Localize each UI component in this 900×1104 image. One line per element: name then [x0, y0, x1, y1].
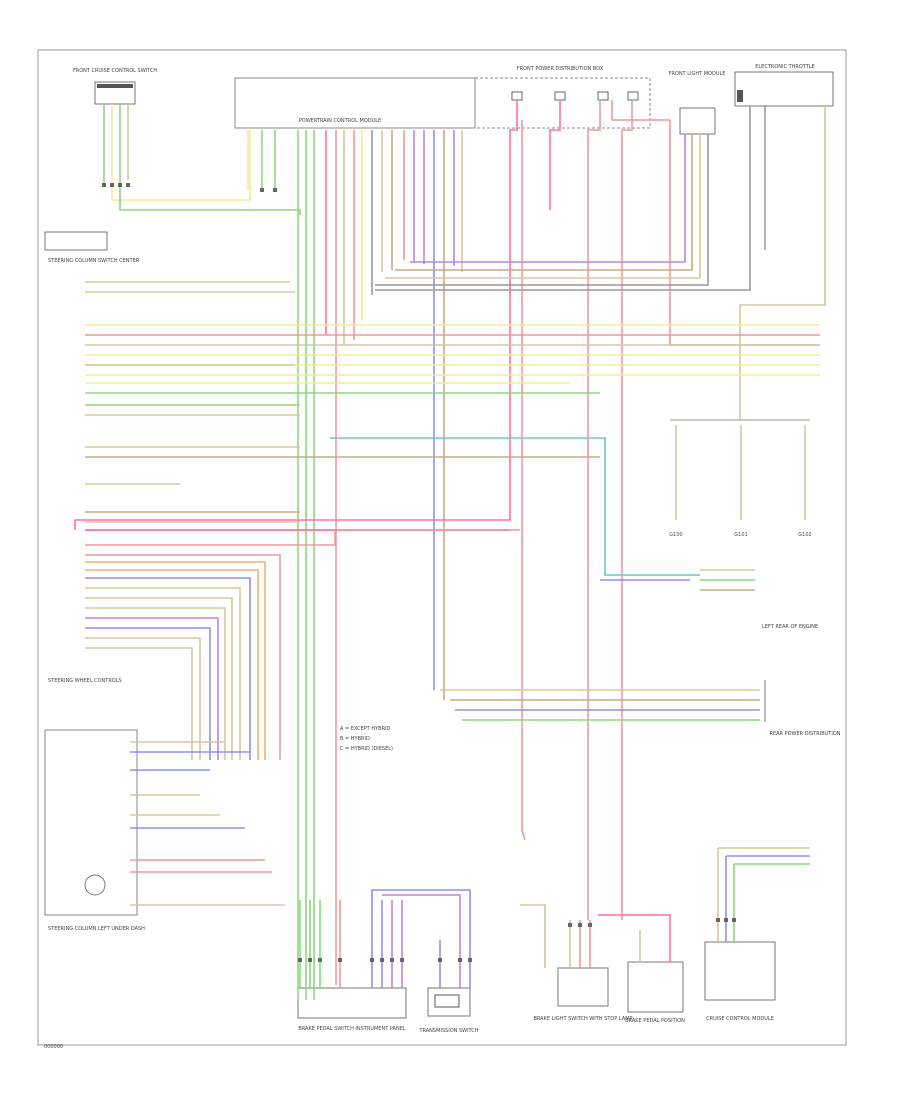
connector-pin — [568, 923, 572, 927]
connector-pin — [724, 918, 728, 922]
fuse-block-label: FRONT POWER DISTRIBUTION BOX — [517, 66, 604, 72]
label-mark-group — [102, 183, 736, 962]
connector-pin — [390, 958, 394, 962]
bottom-right-module-1: BRAKE LIGHT SWITCH WITH STOP LAMP — [533, 967, 633, 1022]
far-right-box-label: ELECTRONIC THROTTLE — [755, 64, 815, 70]
wire — [375, 106, 751, 291]
note-3: C = HYBRID (DIESEL) — [340, 746, 393, 752]
wire — [85, 569, 259, 760]
wire — [85, 577, 251, 760]
ground-label-3: G102 — [798, 532, 811, 538]
footer-code: 000000 — [44, 1044, 63, 1050]
connector-pin — [370, 958, 374, 962]
top-right-box-label: FRONT LIGHT MODULE — [669, 71, 726, 77]
diagram-frame — [37, 49, 847, 1046]
connector-pin — [400, 958, 404, 962]
wire — [74, 100, 518, 530]
wire — [371, 889, 471, 988]
right-ground-group: LEFT REAR OF ENGINE G100 G101 G102 — [669, 532, 818, 630]
wire — [85, 554, 281, 760]
connector-pin — [732, 918, 736, 922]
ground-label-1: G100 — [669, 532, 682, 538]
steering-column-label: STEERING COLUMN SWITCH CENTER — [48, 258, 140, 264]
connector-pin — [110, 183, 114, 187]
wire-group — [74, 100, 826, 1000]
note-2: B = HYBRID — [340, 736, 370, 742]
wire — [85, 587, 241, 760]
transmission-switch: TRANSMISSION SWITCH — [418, 987, 479, 1034]
connector-pin — [338, 958, 342, 962]
connector-pin — [438, 958, 442, 962]
right-splice-label: REAR POWER DISTRIBUTION — [769, 731, 840, 737]
bottom-left-connector-label: STEERING COLUMN LEFT UNDER DASH — [48, 926, 145, 932]
fuse-block: FRONT POWER DISTRIBUTION BOX — [474, 66, 651, 129]
wire — [395, 134, 693, 271]
connector-pin — [578, 923, 582, 927]
far-right-box: ELECTRONIC THROTTLE — [734, 64, 834, 107]
connector-pin — [260, 188, 264, 192]
wire — [385, 134, 701, 279]
wire — [85, 617, 219, 760]
bottom-right-module-3: CRUISE CONTROL MODULE — [704, 941, 776, 1022]
ground-label-2: G101 — [734, 532, 747, 538]
connector-pin — [273, 188, 277, 192]
wire — [521, 120, 526, 841]
connector-pin — [458, 958, 462, 962]
connector-pin — [468, 958, 472, 962]
right-splice-connector: REAR POWER DISTRIBUTION — [764, 680, 841, 737]
bottom-right-2-label: BRAKE PEDAL POSITION — [625, 1018, 685, 1024]
top-left-switch: FRONT CRUISE CONTROL SWITCH — [73, 68, 158, 105]
wire — [85, 529, 520, 546]
bottom-right-module-2: BRAKE PEDAL POSITION — [625, 961, 685, 1024]
bottom-center-label: BRAKE PEDAL SWITCH INSTRUMENT PANEL — [298, 1026, 406, 1032]
wire — [85, 597, 233, 760]
bottom-center-module: BRAKE PEDAL SWITCH INSTRUMENT PANEL — [297, 987, 407, 1032]
connector-pin — [380, 958, 384, 962]
wire — [611, 100, 820, 346]
wire — [587, 100, 601, 920]
wire — [85, 637, 201, 760]
connector-pin — [298, 958, 302, 962]
right-ground-group-label: LEFT REAR OF ENGINE — [762, 624, 818, 630]
left-switch-group: STEERING WHEEL CONTROLS STEERING COLUMN … — [44, 678, 145, 932]
wire — [598, 914, 671, 962]
wire — [382, 894, 461, 988]
wire — [410, 134, 686, 263]
top-right-box: FRONT LIGHT MODULE — [669, 71, 726, 135]
connector-pin — [118, 183, 122, 187]
steering-column-box: STEERING COLUMN SWITCH CENTER — [44, 231, 140, 264]
bottom-right-1-label: BRAKE LIGHT SWITCH WITH STOP LAMP — [533, 1016, 632, 1022]
legend-notes: A = EXCEPT HYBRID B = HYBRID C = HYBRID … — [340, 726, 393, 752]
wire — [621, 100, 633, 920]
connector-pin — [716, 918, 720, 922]
wire — [739, 106, 826, 420]
wire — [85, 561, 266, 760]
left-switch-group-label: STEERING WHEEL CONTROLS — [48, 678, 122, 684]
connector-pin — [318, 958, 322, 962]
note-1: A = EXCEPT HYBRID — [340, 726, 391, 732]
wire — [375, 134, 709, 286]
wire — [85, 607, 226, 760]
wire — [520, 904, 546, 968]
connector-pin — [588, 923, 592, 927]
bottom-right-3-label: CRUISE CONTROL MODULE — [706, 1016, 774, 1022]
transmission-switch-label: TRANSMISSION SWITCH — [418, 1028, 478, 1034]
wire — [119, 104, 301, 215]
connector-pin — [126, 183, 130, 187]
wire — [330, 437, 700, 576]
connector-pin — [102, 183, 106, 187]
wire — [85, 627, 211, 760]
wire — [85, 647, 193, 760]
main-module-label: POWERTRAIN CONTROL MODULE — [299, 118, 381, 124]
wire — [549, 100, 561, 210]
top-left-switch-label: FRONT CRUISE CONTROL SWITCH — [73, 68, 158, 74]
wire — [111, 104, 251, 201]
connector-pin — [308, 958, 312, 962]
main-module-box: POWERTRAIN CONTROL MODULE — [234, 77, 476, 129]
